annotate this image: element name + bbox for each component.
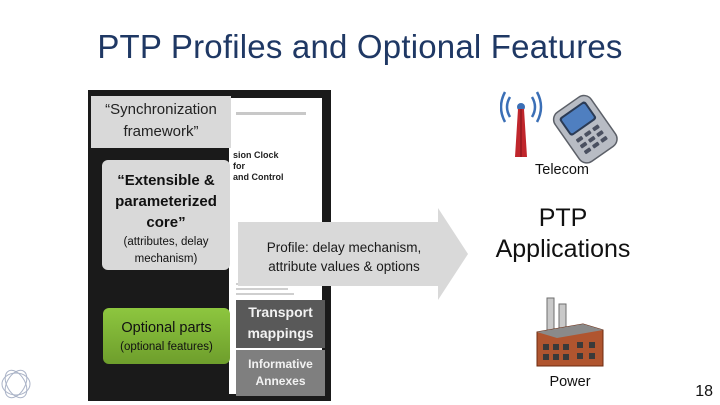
core-box xyxy=(102,160,230,270)
framework-box xyxy=(91,96,231,148)
page-title: PTP Profiles and Optional Features xyxy=(97,28,623,65)
ptp-applications-label: PTP Applications xyxy=(495,204,631,263)
transport-mappings-box xyxy=(236,300,325,348)
optional-features-label: (optional features) xyxy=(120,341,213,353)
optional-parts-box xyxy=(103,308,230,364)
spec-heading-line: and Control xyxy=(233,172,284,182)
decorative-logo-icon xyxy=(1,369,31,399)
power-label: Power xyxy=(549,374,591,390)
informative-annexes-box xyxy=(236,350,325,396)
informative-annexes-label: Informative Annexes xyxy=(248,357,313,388)
profile-arrow xyxy=(238,208,468,300)
spec-document-heading: sion Clock for and Control xyxy=(233,150,284,183)
profile-text: delay mechanism, attribute values & opti… xyxy=(268,240,422,274)
spec-header-line xyxy=(236,112,306,115)
telecom-label: Telecom xyxy=(535,162,589,178)
optional-parts-label: Optional parts xyxy=(121,320,212,336)
factory-icon xyxy=(536,297,604,367)
spec-heading-line: sion Clock xyxy=(233,150,279,160)
spec-heading-line: for xyxy=(233,161,245,171)
page-number: 18 xyxy=(695,383,713,400)
core-sub-label: (attributes, delay mechanism) xyxy=(123,236,209,265)
spec-fine-line xyxy=(236,293,294,295)
mobile-phone-antenna-icon xyxy=(500,91,618,164)
spec-fine-line xyxy=(236,288,288,290)
transport-mappings-label: Transport mappings xyxy=(247,304,314,341)
profile-prefix: Profile: xyxy=(266,240,309,255)
profile-description: Profile: delay mechanism, attribute valu… xyxy=(246,238,442,276)
framework-label: “Synchronization framework” xyxy=(105,101,217,140)
core-label: “Extensible & parameterized core” xyxy=(115,172,217,231)
